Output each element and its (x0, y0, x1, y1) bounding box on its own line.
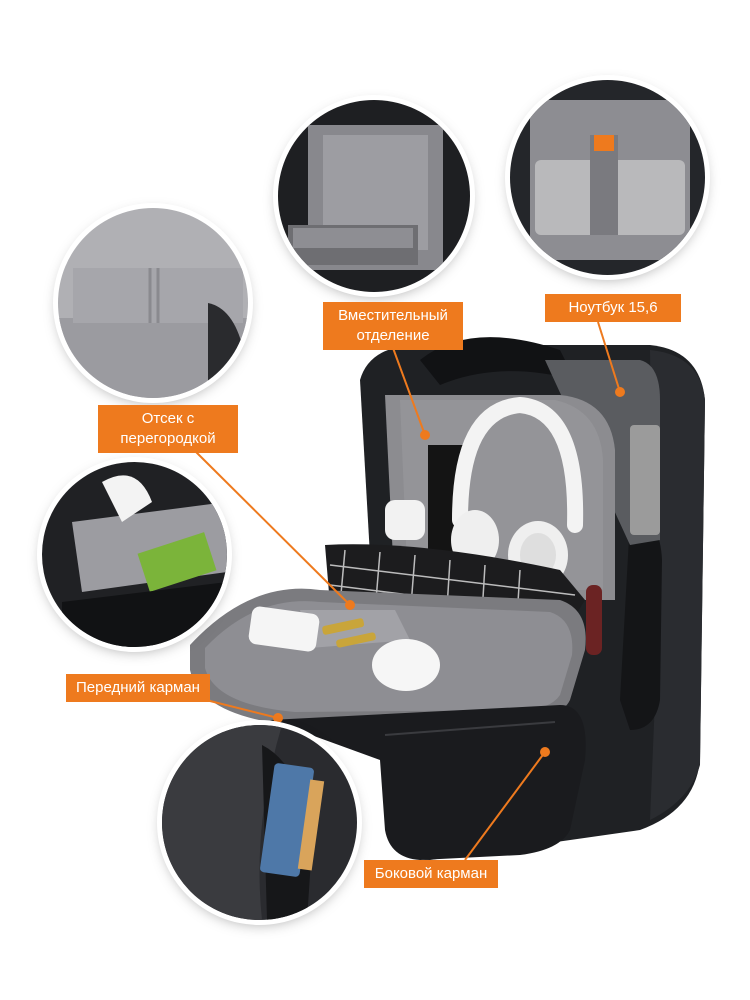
detail-circle-interior (42, 462, 227, 647)
umbrella (586, 585, 602, 655)
label-front-pocket: Передний карман (66, 674, 210, 702)
label-side-pocket: Боковой карман (364, 860, 498, 888)
lipstick (322, 618, 365, 635)
detail-circle-side-pocket (162, 725, 357, 920)
label-main-compartment: Вместительный отделение (323, 302, 463, 350)
mouse (372, 639, 440, 691)
label-divider-line-1: Отсек с (141, 410, 195, 427)
laptop (630, 425, 660, 535)
label-laptop: Ноутбук 15,6 (545, 294, 681, 322)
label-divider-line-2: перегородкой (120, 430, 216, 447)
detail-circle-inner-compartment (278, 100, 470, 292)
detail-circle-laptop (510, 80, 705, 275)
label-main-compartment-line-1: Вместительный (338, 307, 448, 324)
label-main-compartment-line-2: отделение (356, 327, 430, 344)
detail-circle-divider (58, 208, 248, 398)
smartphone (248, 606, 320, 652)
label-divider-compartment: Отсек с перегородкой (98, 405, 238, 453)
